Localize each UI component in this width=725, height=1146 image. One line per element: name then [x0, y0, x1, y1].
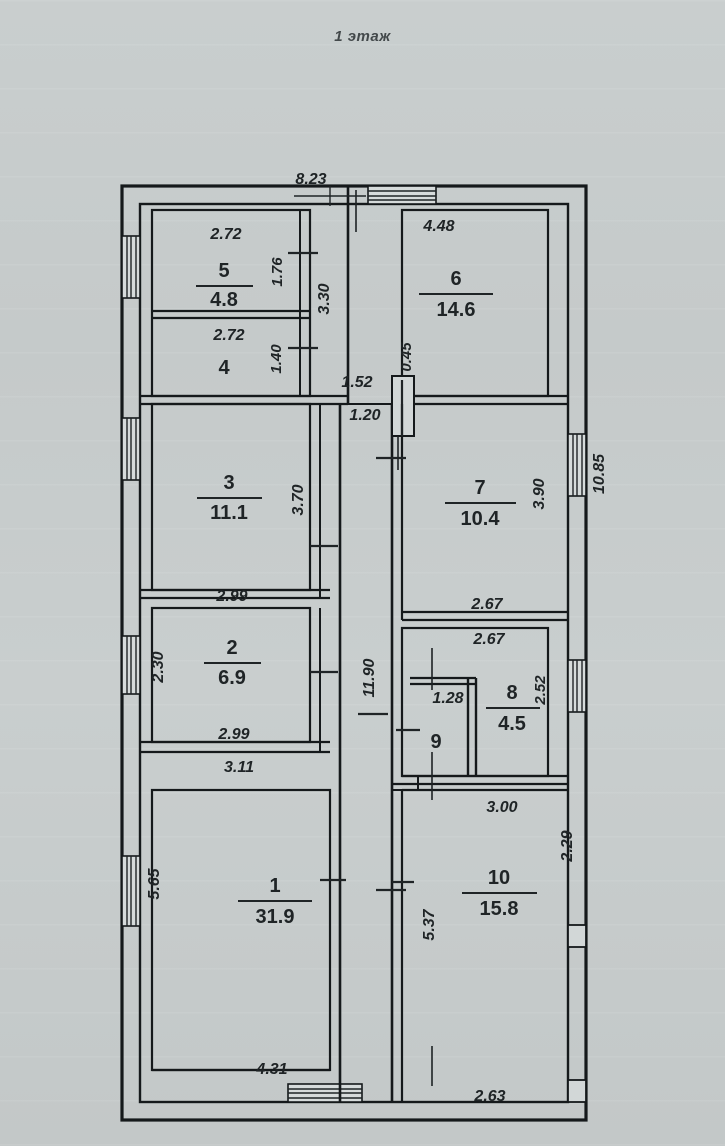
dim-2-99-lower: 2.99: [217, 726, 249, 743]
dim-5-65: 5.65: [146, 867, 163, 899]
room-5-area: 4.8: [210, 289, 238, 311]
room-7-area: 10.4: [461, 508, 501, 530]
dim-3-11: 3.11: [224, 759, 254, 776]
room-2-label: 2 6.9: [204, 637, 261, 689]
dim-2-72-top: 2.72: [209, 226, 241, 243]
room-8-number: 8: [506, 682, 517, 704]
interior-walls: [140, 186, 568, 1102]
dim-1-76: 1.76: [269, 257, 286, 287]
window-left-1: [121, 235, 141, 299]
room-8-label: 8 4.5: [486, 682, 540, 735]
room-10-label: 10 15.8: [462, 867, 537, 920]
outer-walls: [120, 184, 588, 1122]
window-left-3: [121, 635, 141, 695]
dim-3-70: 3.70: [290, 484, 307, 515]
window-right-2: [567, 659, 587, 713]
room-4-label: 4: [218, 357, 230, 379]
dim-2-67-lower: 2.67: [472, 631, 505, 648]
dim-2-30: 2.30: [150, 651, 167, 683]
dim-11-90: 11.90: [361, 658, 378, 697]
room-3-label: 3 11.1: [197, 472, 262, 524]
window-top: [367, 185, 437, 205]
dim-3-00: 3.00: [486, 799, 517, 816]
dim-4-31: 4.31: [255, 1061, 287, 1078]
room-5-number: 5: [218, 260, 229, 282]
room-7-number: 7: [474, 477, 485, 499]
room-10-number: 10: [488, 867, 510, 889]
dim-2-63: 2.63: [473, 1088, 505, 1105]
dimension-labels: 8.23 4.48 2.72 2.72 1.76 1.40 3.30 0.45 …: [146, 171, 608, 1105]
wall-notch-right-upper: [567, 924, 587, 948]
window-bottom: [287, 1083, 363, 1103]
dim-1-52: 1.52: [341, 374, 372, 391]
room-1-label: 1 31.9: [238, 875, 312, 928]
room-3-number: 3: [223, 472, 234, 494]
windows: [121, 185, 587, 1103]
dim-0-45: 0.45: [398, 342, 415, 372]
dim-3-90: 3.90: [531, 478, 548, 509]
dim-10-85: 10.85: [591, 453, 608, 494]
room-3-area: 11.1: [210, 502, 248, 524]
room-10-area: 15.8: [480, 898, 519, 920]
window-right-1: [567, 433, 587, 497]
room-6-area: 14.6: [437, 299, 476, 321]
dim-3-30: 3.30: [316, 283, 333, 314]
room-9-label: 9: [430, 731, 441, 753]
room-2-number: 2: [226, 637, 237, 659]
room-6-number: 6: [450, 268, 461, 290]
window-left-2: [121, 417, 141, 481]
dim-2-72-lower: 2.72: [212, 327, 244, 344]
room-8-area: 4.5: [498, 713, 526, 735]
dim-1-20: 1.20: [349, 407, 380, 424]
room-7-label: 7 10.4: [445, 477, 516, 530]
window-left-4: [121, 855, 141, 927]
wall-notch-right-lower: [567, 1079, 587, 1103]
dimension-ticks: [294, 186, 366, 206]
dim-2-99-upper: 2.99: [215, 588, 247, 605]
room-4-number: 4: [218, 357, 230, 379]
dim-2-52: 2.52: [532, 675, 549, 706]
dim-1-40: 1.40: [268, 344, 285, 374]
room-2-area: 6.9: [218, 667, 246, 689]
room-labels: 5 4.8 4 3 11.1 2 6.9 1 31.9 6: [196, 260, 540, 928]
room-5-label: 5 4.8: [196, 260, 253, 311]
dim-8-23: 8.23: [295, 171, 326, 188]
room-1-number: 1: [269, 875, 280, 897]
dim-4-48: 4.48: [422, 218, 454, 235]
room-6-label: 6 14.6: [419, 268, 493, 321]
room-9-number: 9: [430, 731, 441, 753]
dim-5-37: 5.37: [421, 908, 438, 940]
room-1-area: 31.9: [256, 906, 295, 928]
dim-2-67-upper: 2.67: [470, 596, 503, 613]
dim-2-29: 2.29: [559, 830, 576, 862]
page-title: 1 этаж: [334, 28, 391, 45]
door-openings: [288, 190, 433, 1086]
dim-1-28: 1.28: [432, 690, 463, 707]
